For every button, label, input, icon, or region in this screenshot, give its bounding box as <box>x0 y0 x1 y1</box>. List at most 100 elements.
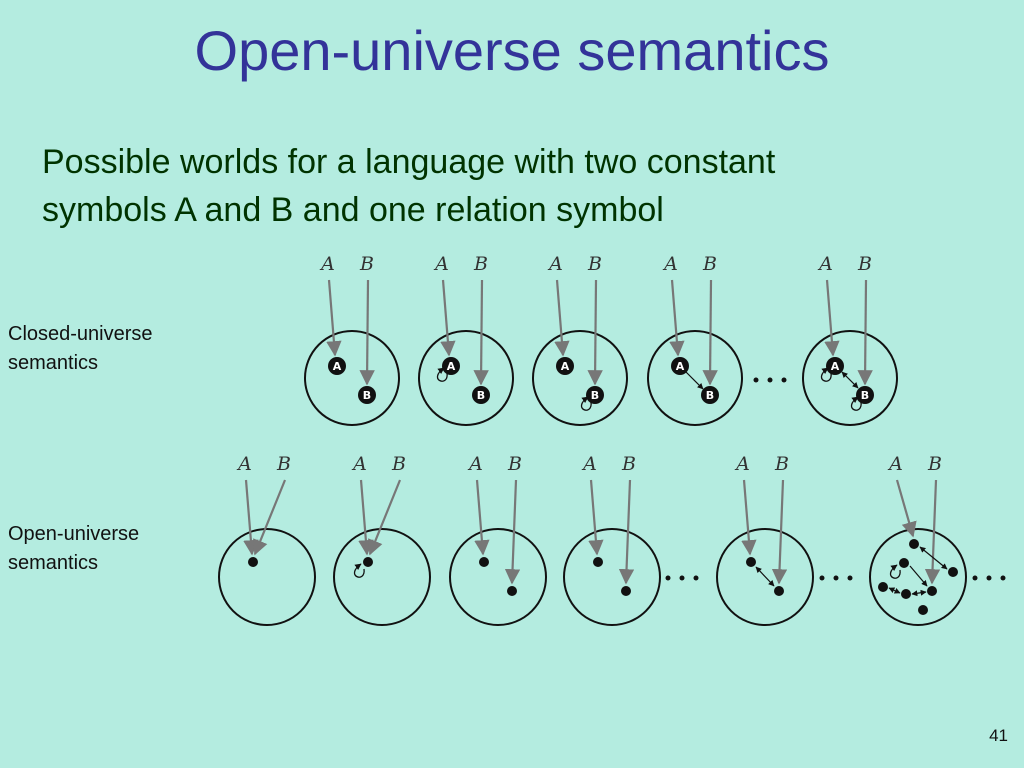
world-boundary <box>802 330 898 426</box>
symbol-b-arrow <box>587 279 603 386</box>
ellipsis-open <box>693 575 699 581</box>
ellipsis-open <box>972 575 978 581</box>
symbol-a-label: A <box>319 253 335 275</box>
relation-arrow <box>888 587 901 594</box>
symbol-b-arrow <box>368 479 402 556</box>
world-boundary <box>716 528 814 626</box>
node-a <box>328 357 346 375</box>
symbol-b-label: B <box>276 453 291 475</box>
symbol-a-label: A <box>236 453 252 475</box>
self-loop <box>353 563 365 578</box>
object-node <box>948 567 958 577</box>
object-node <box>248 557 258 567</box>
symbol-b-label: B <box>359 253 374 275</box>
self-loop <box>889 564 901 579</box>
symbol-b-label: B <box>507 453 522 475</box>
object-node <box>899 558 909 568</box>
self-loop-a <box>436 367 448 382</box>
symbol-a-arrow <box>554 279 570 357</box>
ellipsis-open <box>665 575 671 581</box>
relation-arrow <box>909 565 928 587</box>
node-a <box>826 357 844 375</box>
symbol-a-arrow <box>895 479 917 538</box>
world-boundary <box>532 330 628 426</box>
page-number: 41 <box>989 726 1008 745</box>
closed-label-line-1: Closed-universe <box>8 323 153 345</box>
self-loop-b <box>850 396 862 411</box>
symbol-a-arrow <box>326 279 342 357</box>
symbol-b-arrow <box>618 479 635 585</box>
symbol-b-label: B <box>702 253 717 275</box>
closed-universe-label: Closed-universe semantics <box>8 320 153 378</box>
node-b <box>472 386 490 404</box>
object-node <box>901 589 911 599</box>
symbol-a-arrow <box>243 479 259 556</box>
symbol-a-arrow <box>440 279 456 357</box>
world-boundary <box>333 528 431 626</box>
closed-world-4: A B A B <box>647 253 743 426</box>
node-b <box>358 386 376 404</box>
symbol-b-arrow <box>504 479 521 585</box>
symbol-b-arrow <box>702 279 718 386</box>
subtitle-line-2: symbols A and B and one relation symbol <box>42 191 664 229</box>
object-node <box>363 557 373 567</box>
node-b-label: B <box>706 389 714 402</box>
object-node <box>909 539 919 549</box>
relation-arrow <box>685 371 704 390</box>
open-label-line-2: semantics <box>8 552 99 574</box>
symbol-b-arrow <box>473 279 489 386</box>
object-node <box>593 557 603 567</box>
slide-subtitle: Possible worlds for a language with two … <box>42 138 962 234</box>
symbol-b-label: B <box>857 253 872 275</box>
symbol-a-arrow <box>358 479 374 556</box>
ellipsis-open <box>819 575 825 581</box>
node-b-label: B <box>861 389 869 402</box>
ellipsis-open <box>847 575 853 581</box>
object-node <box>507 586 517 596</box>
node-b <box>586 386 604 404</box>
node-a <box>442 357 460 375</box>
symbol-a-label: A <box>887 453 903 475</box>
self-loop-a <box>820 367 832 382</box>
symbol-a-arrow <box>669 279 685 357</box>
relation-arrow <box>919 546 948 570</box>
node-b <box>701 386 719 404</box>
world-boundary <box>869 528 967 626</box>
node-a-label: A <box>333 360 342 373</box>
symbol-a-label: A <box>581 453 597 475</box>
self-loop-b <box>580 396 592 411</box>
symbol-b-label: B <box>587 253 602 275</box>
ellipsis-open <box>679 575 685 581</box>
world-boundary <box>304 330 400 426</box>
node-a <box>556 357 574 375</box>
symbol-b-label: B <box>621 453 636 475</box>
object-node <box>479 557 489 567</box>
ellipsis-open <box>1000 575 1006 581</box>
symbol-a-label: A <box>351 453 367 475</box>
object-node <box>878 582 888 592</box>
node-a-label: A <box>447 360 456 373</box>
symbol-a-label: A <box>817 253 833 275</box>
subtitle-line-1: Possible worlds for a language with two … <box>42 143 776 181</box>
relation-arrow <box>841 371 859 389</box>
node-b-label: B <box>477 389 485 402</box>
symbol-a-arrow <box>588 479 604 556</box>
symbol-a-label: A <box>467 453 483 475</box>
object-node <box>621 586 631 596</box>
symbol-b-label: B <box>927 453 942 475</box>
node-b-label: B <box>363 389 371 402</box>
node-a-label: A <box>676 360 685 373</box>
symbol-b-label: B <box>473 253 488 275</box>
symbol-a-label: A <box>662 253 678 275</box>
world-boundary <box>218 528 316 626</box>
symbol-a-arrow <box>824 279 840 357</box>
symbol-b-arrow <box>253 479 287 556</box>
